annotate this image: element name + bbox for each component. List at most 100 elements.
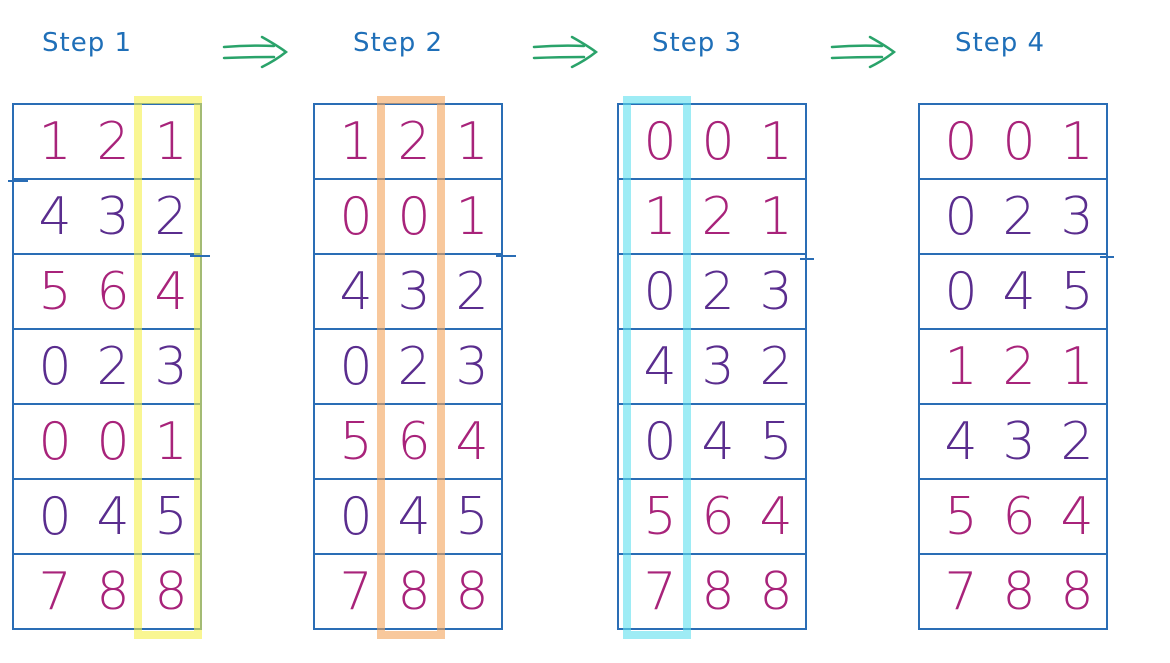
digit-cell: 3 — [154, 336, 188, 397]
grid-tick — [8, 180, 28, 182]
digit-cell: 0 — [944, 186, 978, 247]
digit-cell: 8 — [455, 561, 489, 622]
digit-cell: 8 — [96, 561, 130, 622]
grid-tick — [1100, 256, 1114, 258]
implies-arrow-icon — [222, 35, 288, 69]
digit-cell: 0 — [701, 111, 735, 172]
step-title-2: Step 2 — [353, 28, 444, 58]
step-title-1: Step 1 — [42, 28, 133, 58]
digit-cell: 0 — [339, 336, 373, 397]
grid-tick — [800, 258, 814, 260]
digit-cell: 4 — [701, 411, 735, 472]
digit-cell: 2 — [397, 336, 431, 397]
digit-cell: 1 — [455, 186, 489, 247]
digit-cell: 5 — [1060, 261, 1094, 322]
digit-cell: 5 — [643, 486, 677, 547]
digit-cell: 8 — [701, 561, 735, 622]
digit-cell: 4 — [455, 411, 489, 472]
digit-cell: 0 — [944, 261, 978, 322]
digit-cell: 1 — [1060, 111, 1094, 172]
digit-cell: 0 — [339, 486, 373, 547]
digit-cell: 7 — [38, 561, 72, 622]
digit-cell: 5 — [759, 411, 793, 472]
digit-cell: 2 — [759, 336, 793, 397]
digit-cell: 7 — [643, 561, 677, 622]
digit-cell: 5 — [944, 486, 978, 547]
digit-cell: 2 — [96, 336, 130, 397]
digit-cell: 4 — [1060, 486, 1094, 547]
digit-cell: 0 — [38, 486, 72, 547]
step-title-3: Step 3 — [652, 28, 743, 58]
digit-cell: 7 — [944, 561, 978, 622]
digit-cell: 0 — [96, 411, 130, 472]
digit-cell: 4 — [339, 261, 373, 322]
digit-cell: 2 — [455, 261, 489, 322]
digit-cell: 1 — [1060, 336, 1094, 397]
digit-cell: 2 — [154, 186, 188, 247]
digit-cell: 0 — [643, 411, 677, 472]
digit-cell: 8 — [1002, 561, 1036, 622]
digit-cell: 8 — [759, 561, 793, 622]
column-highlight-2 — [377, 96, 445, 639]
digit-cell: 5 — [154, 486, 188, 547]
digit-cell: 1 — [154, 111, 188, 172]
digit-cell: 3 — [1060, 186, 1094, 247]
digit-cell: 4 — [96, 486, 130, 547]
digit-cell: 1 — [38, 111, 72, 172]
digit-cell: 0 — [1002, 111, 1036, 172]
digit-cell: 1 — [759, 186, 793, 247]
digit-cell: 3 — [455, 336, 489, 397]
digit-cell: 2 — [1060, 411, 1094, 472]
step-title-4: Step 4 — [955, 28, 1046, 58]
digit-cell: 5 — [339, 411, 373, 472]
digit-cell: 3 — [701, 336, 735, 397]
digit-cell: 4 — [38, 186, 72, 247]
digit-cell: 4 — [1002, 261, 1036, 322]
digit-cell: 4 — [643, 336, 677, 397]
digit-cell: 2 — [701, 261, 735, 322]
grid-tick — [190, 255, 210, 257]
digit-cell: 3 — [397, 261, 431, 322]
digit-cell: 0 — [38, 411, 72, 472]
digit-cell: 4 — [154, 261, 188, 322]
digit-cell: 2 — [397, 111, 431, 172]
digit-cell: 1 — [154, 411, 188, 472]
digit-cell: 6 — [701, 486, 735, 547]
digit-cell: 0 — [397, 186, 431, 247]
digit-cell: 5 — [38, 261, 72, 322]
column-highlight-1 — [134, 96, 202, 639]
digit-cell: 0 — [944, 111, 978, 172]
digit-cell: 4 — [944, 411, 978, 472]
digit-cell: 4 — [759, 486, 793, 547]
digit-cell: 5 — [455, 486, 489, 547]
digit-cell: 1 — [759, 111, 793, 172]
digit-cell: 0 — [643, 261, 677, 322]
digit-cell: 8 — [397, 561, 431, 622]
digit-cell: 0 — [339, 186, 373, 247]
